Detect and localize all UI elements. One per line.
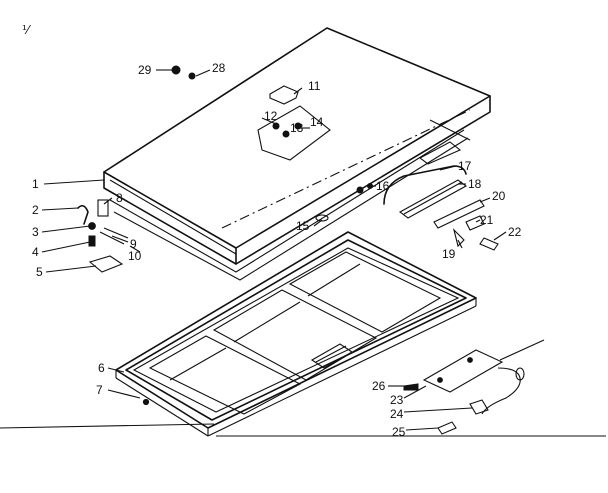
callout-6: 6 xyxy=(98,361,105,375)
control-assembly xyxy=(403,339,545,435)
callout-16: 16 xyxy=(376,179,390,193)
callout-21: 21 xyxy=(480,213,494,227)
callout-11: 11 xyxy=(308,79,321,93)
lid-liner xyxy=(109,119,471,281)
lid-bracket xyxy=(257,85,331,161)
callout-29: 29 xyxy=(138,63,152,77)
cabinet-frame xyxy=(115,231,477,437)
callout-7: 7 xyxy=(96,383,103,397)
hinge-parts xyxy=(77,199,129,273)
callout-28: 28 xyxy=(212,61,226,75)
callout-labels: 1 2 3 4 5 6 7 8 9 10 11 12 13 14 15 16 1… xyxy=(32,61,522,439)
callout-14: 14 xyxy=(310,115,324,129)
callout-2: 2 xyxy=(32,203,39,217)
floor-line xyxy=(0,423,215,429)
callout-15: 15 xyxy=(296,219,310,233)
callout-18: 18 xyxy=(468,177,482,191)
cabinet-panels xyxy=(148,251,442,415)
callout-20: 20 xyxy=(492,189,506,203)
leader-lines xyxy=(41,69,507,431)
lid-bolts xyxy=(171,65,302,138)
callout-19: 19 xyxy=(442,247,456,261)
lid xyxy=(103,27,491,265)
callout-1: 1 xyxy=(32,177,39,191)
corner-mark: ⅟ xyxy=(22,23,32,37)
callout-8: 8 xyxy=(116,191,123,205)
callout-5: 5 xyxy=(36,265,43,279)
callout-4: 4 xyxy=(32,245,39,259)
callout-26: 26 xyxy=(372,379,386,393)
callout-9: 9 xyxy=(130,237,137,251)
callout-17: 17 xyxy=(458,159,472,173)
callout-12: 12 xyxy=(264,109,278,123)
screw-7 xyxy=(142,398,150,406)
callout-25: 25 xyxy=(392,425,406,439)
callout-24: 24 xyxy=(390,407,404,421)
handle-assembly xyxy=(356,165,499,251)
callout-22: 22 xyxy=(508,225,522,239)
callout-3: 3 xyxy=(32,225,39,239)
callout-23: 23 xyxy=(390,393,404,407)
callout-13: 13 xyxy=(290,121,304,135)
callout-10: 10 xyxy=(128,249,142,263)
